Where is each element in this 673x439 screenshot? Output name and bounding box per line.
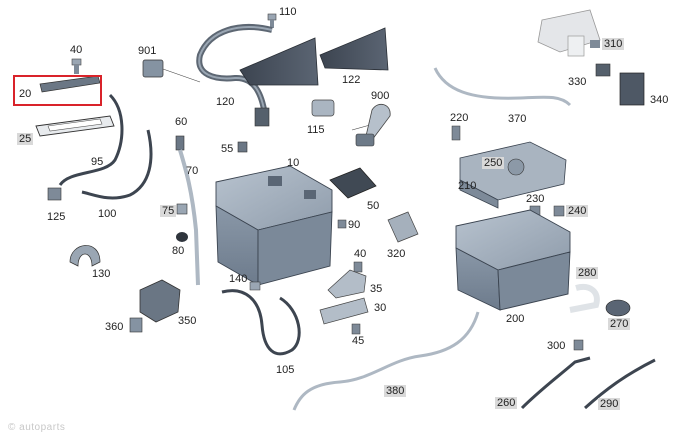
label-90: 90 — [348, 219, 361, 231]
label-122: 122 — [342, 74, 361, 86]
label-350: 350 — [178, 315, 197, 327]
label-380: 380 — [384, 385, 407, 397]
label-340: 340 — [650, 94, 669, 106]
label-95: 95 — [91, 156, 104, 168]
part-70-tube — [178, 149, 200, 286]
label-105: 105 — [276, 364, 295, 376]
part-80-grommet — [176, 232, 188, 242]
part-260-cable — [520, 356, 591, 410]
watermark: © autoparts — [8, 422, 66, 433]
part-901-clip — [142, 59, 164, 78]
label-120: 120 — [216, 96, 235, 108]
label-240: 240 — [566, 205, 589, 217]
label-60: 60 — [175, 116, 188, 128]
part-50-cover — [329, 167, 377, 199]
part-105-cable — [221, 289, 301, 356]
part-360-clip — [129, 317, 143, 333]
label-140: 140 — [229, 273, 248, 285]
label-330: 330 — [568, 76, 587, 88]
label-300: 300 — [547, 340, 566, 352]
part-40-bolt-lower — [353, 261, 363, 273]
part-210-control-unit — [459, 141, 567, 209]
part-55-nut — [237, 141, 248, 153]
label-280: 280 — [576, 267, 599, 279]
label-220: 220 — [450, 112, 469, 124]
label-45: 45 — [352, 335, 365, 347]
part-280-hose — [569, 284, 600, 313]
label-270: 270 — [608, 318, 631, 330]
part-125-clip — [47, 187, 62, 201]
label-10: 10 — [287, 157, 300, 169]
label-200: 200 — [506, 313, 525, 325]
label-125: 125 — [47, 211, 66, 223]
highlight-box-part-20 — [13, 75, 102, 106]
part-290-cable — [583, 358, 656, 410]
label-230: 230 — [526, 193, 545, 205]
part-310-330-bracket — [537, 9, 611, 77]
part-122-boot — [319, 27, 389, 71]
part-300-bolt — [573, 339, 584, 351]
part-115-connector — [311, 99, 335, 117]
part-340-module — [619, 72, 645, 106]
part-140-terminal — [249, 281, 261, 291]
label-250: 250 — [482, 157, 505, 169]
label-100: 100 — [98, 208, 117, 220]
label-25: 25 — [17, 133, 34, 145]
part-10-battery — [215, 165, 333, 286]
label-40-lower: 40 — [354, 248, 367, 260]
part-380-cable — [292, 311, 480, 411]
label-110: 110 — [279, 6, 297, 18]
label-360: 360 — [105, 321, 124, 333]
part-240-nut — [553, 205, 565, 217]
label-30: 30 — [374, 302, 387, 314]
part-110-bolt — [267, 13, 277, 28]
part-350-relay — [139, 279, 181, 323]
part-boot-a — [239, 37, 319, 86]
label-75: 75 — [160, 205, 177, 217]
label-901: 901 — [138, 45, 157, 57]
label-115: 115 — [307, 124, 325, 136]
part-220-bolt — [451, 125, 461, 141]
part-40-bolt — [71, 58, 82, 74]
part-60-clip — [175, 135, 185, 151]
part-75-clip — [176, 203, 188, 215]
label-50: 50 — [367, 200, 380, 212]
label-900: 900 — [371, 90, 390, 102]
label-320: 320 — [387, 248, 406, 260]
part-900-wrench — [365, 103, 391, 141]
part-370-cable — [433, 67, 572, 107]
label-55: 55 — [221, 143, 234, 155]
part-35-bracket — [327, 269, 367, 299]
label-40-top: 40 — [70, 44, 83, 56]
part-45-bolt — [351, 323, 361, 335]
label-290: 290 — [598, 398, 621, 410]
label-130: 130 — [92, 268, 111, 280]
label-310: 310 — [602, 38, 625, 50]
label-20: 20 — [19, 88, 32, 100]
part-90-bolt — [337, 219, 347, 229]
part-270-cap — [605, 299, 631, 317]
label-35: 35 — [370, 283, 383, 295]
label-210: 210 — [458, 180, 477, 192]
label-260: 260 — [495, 397, 518, 409]
part-200-battery — [455, 209, 571, 311]
part-320-block — [387, 211, 419, 243]
label-370: 370 — [508, 113, 527, 125]
label-80: 80 — [172, 245, 185, 257]
part-95-cable — [58, 93, 124, 187]
part-100-cable — [81, 129, 153, 200]
part-130-clamp — [69, 245, 101, 267]
part-30-holder — [319, 297, 369, 325]
label-70: 70 — [186, 165, 199, 177]
